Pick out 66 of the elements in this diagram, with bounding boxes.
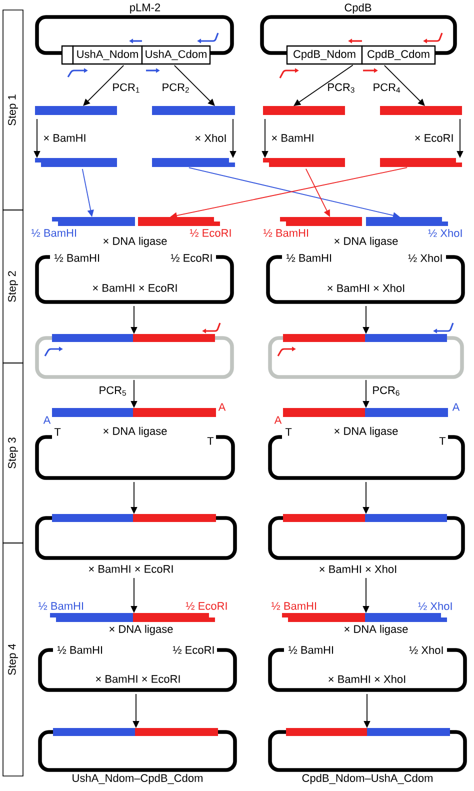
dna-fragment (35, 158, 117, 167)
edge-label: PCR$_{3}$ (328, 83, 354, 93)
arrow (83, 64, 124, 106)
reagent-label: × DNA ligase (110, 624, 173, 636)
edge-label: × BamHI (44, 134, 86, 142)
dna-fragment (263, 106, 345, 115)
edge-label: PCR$_{1}$ (113, 83, 140, 93)
edge-label: PCR$_{2}$ (162, 83, 189, 93)
overhang-label: A (452, 403, 460, 411)
domain-box: CpdB_Ndom (286, 45, 363, 65)
end-label: ½ XhoI (428, 228, 462, 238)
overhang-label: A (43, 416, 51, 424)
overhang-label: T (207, 437, 214, 445)
site-label: ½ XhoI (408, 254, 442, 262)
end-label: ½ EcoRI (186, 602, 227, 610)
reagent-label: × DNA ligase (104, 426, 167, 438)
step-band: Step 3 (2, 362, 24, 544)
insert-segment (61, 45, 74, 65)
end-label: ½ XhoI (418, 602, 452, 610)
plasmid-name: pLM-2 (130, 4, 160, 14)
dna-fragment (380, 158, 462, 167)
edge-label: × BamHI × XhoI (320, 564, 396, 574)
step-band: Step 2 (2, 210, 24, 364)
edge-label: × XhoI (195, 134, 226, 142)
edge-label: × BamHI (272, 134, 314, 142)
end-label: ½ BamHI (272, 602, 316, 610)
step-band: Step 4 (2, 542, 24, 776)
edge-label: × EcoRI (415, 134, 453, 142)
overhang-label: A (218, 403, 226, 411)
end-label: ½ BamHI (32, 229, 76, 237)
arrow (384, 64, 425, 106)
reagent-label: × DNA ligase (334, 236, 398, 248)
reagent-label: × DNA ligase (104, 236, 167, 248)
dna-fragment (380, 106, 462, 115)
overhang-label: T (54, 428, 61, 436)
domain-box: UshA_Cdom (141, 45, 211, 65)
plasmid-name: CpdB_Ndom–UshA_Cdom (302, 774, 432, 784)
overhang-label: A (274, 416, 282, 424)
plasmid-name: CpdB (344, 3, 372, 14)
dna-fragment (152, 158, 235, 167)
arrow (174, 64, 215, 106)
site-label: ½ BamHI (54, 254, 100, 262)
edge-label: PCR$_{6}$ (373, 386, 400, 396)
dna-fragment (152, 106, 235, 115)
site-label: ½ EcoRI (172, 646, 214, 654)
site-label: ½ BamHI (58, 646, 102, 654)
reagent-label: × DNA ligase (334, 426, 398, 438)
site-label: ½ BamHI (286, 254, 332, 262)
end-label: ½ EcoRI (190, 229, 231, 237)
domain-box: CpdB_Cdom (361, 45, 436, 65)
site-label: ½ BamHI (288, 646, 334, 654)
arrow (294, 64, 354, 106)
edge-label: × BamHI × EcoRI (88, 565, 173, 573)
site-label: ½ EcoRI (170, 254, 212, 262)
edge-label: PCR$_{5}$ (100, 386, 126, 396)
end-label: ½ BamHI (264, 229, 308, 237)
step-band: Step 1 (2, 10, 24, 210)
overhang-label: T (285, 428, 292, 436)
dna-fragment (263, 158, 345, 167)
plasmid-name: UshA_Ndom–CpdB_Cdom (72, 774, 202, 784)
edge-label: PCR$_{4}$ (374, 83, 400, 93)
end-label: ½ BamHI (38, 602, 84, 610)
dna-fragment (35, 106, 117, 115)
site-label: ½ XhoI (409, 646, 443, 654)
overhang-label: T (439, 437, 446, 445)
reagent-label: × DNA ligase (344, 624, 408, 636)
